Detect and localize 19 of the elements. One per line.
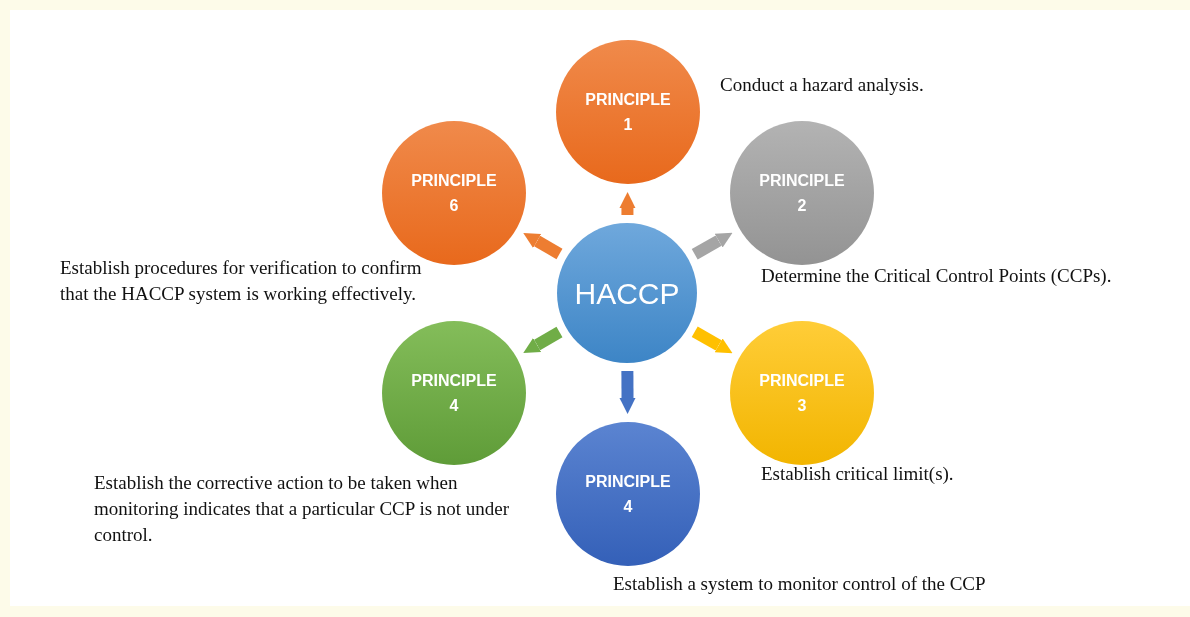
circle-label: PRINCIPLE 3 xyxy=(758,371,846,416)
principle-description: Establish critical limit(s). xyxy=(761,462,954,486)
arrow xyxy=(619,370,636,414)
principle-description: Determine the Critical Control Points (CCPs). xyxy=(761,264,1112,288)
circle-label: PRINCIPLE 1 xyxy=(584,90,672,135)
arrow xyxy=(691,326,733,354)
arrow xyxy=(619,192,636,216)
arrow xyxy=(523,233,563,260)
principle-description: Establish a system to monitor control of the CCP xyxy=(613,572,986,596)
arrow xyxy=(523,326,563,353)
principle-description: Establish procedures for verification to confirm that the HACCP system is working effectively. xyxy=(60,256,423,306)
circle-label: PRINCIPLE 6 xyxy=(410,171,498,216)
principle-description: Conduct a hazard analysis. xyxy=(720,73,924,97)
principle-description: Establish the corrective action to be taken when monitoring indicates that a particular CCP is not under control. xyxy=(94,471,511,547)
circle-label: PRINCIPLE 2 xyxy=(758,171,846,216)
arrow xyxy=(691,232,733,260)
circle-label: HACCP xyxy=(574,280,680,306)
circle-label: PRINCIPLE 4 xyxy=(584,472,672,517)
circle-label: PRINCIPLE 4 xyxy=(410,371,498,416)
